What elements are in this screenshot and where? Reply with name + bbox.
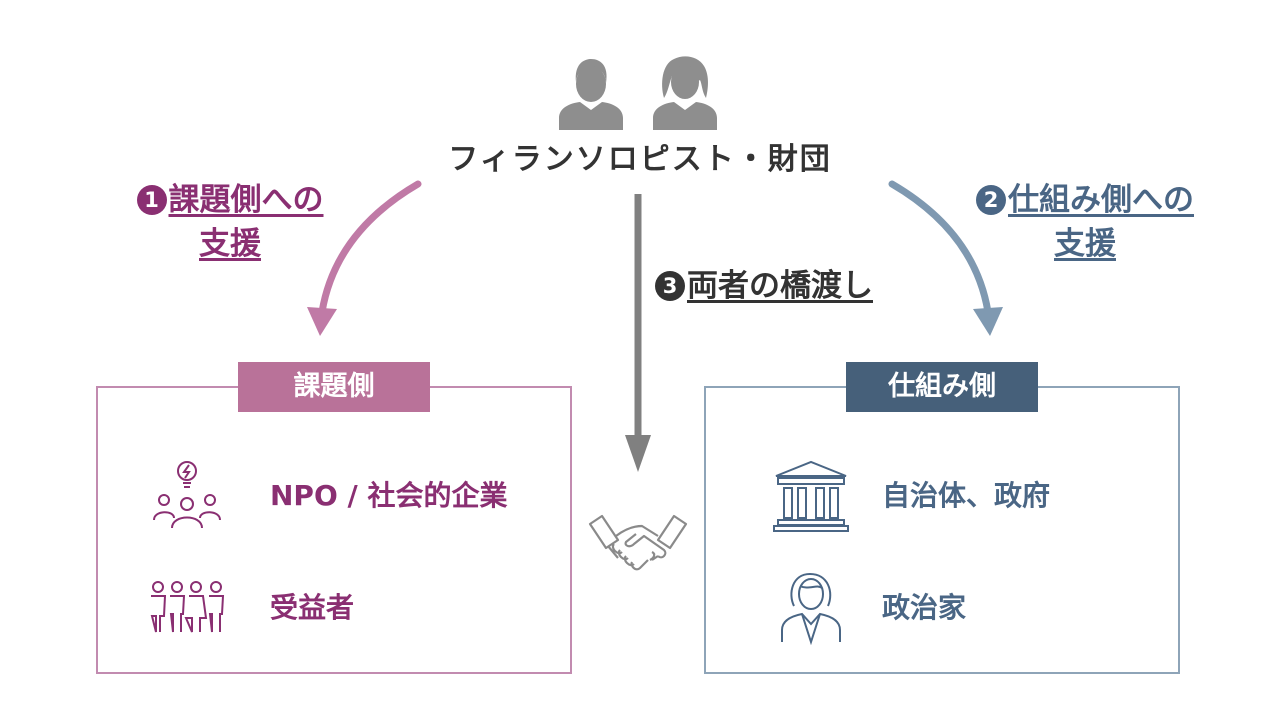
community-idea-icon — [153, 461, 221, 529]
funder-title: フィランソロピスト・財団 — [448, 142, 832, 177]
left-support-arrow — [318, 180, 422, 316]
right-support-arrow — [888, 180, 992, 316]
system-side-header: 仕組み側 — [846, 362, 1038, 412]
government-label: 自治体、政府 — [882, 479, 1051, 512]
politician-icon — [781, 572, 841, 646]
number-badge-3: 3 — [655, 271, 685, 301]
center-arrowhead — [625, 435, 651, 472]
handshake-icon — [588, 514, 688, 571]
right-arrowhead — [973, 307, 1003, 336]
right-support-line2: 支援 — [1054, 226, 1116, 262]
left-support-line1: 課題側への — [168, 182, 324, 218]
number-badge-1: 1 — [136, 185, 167, 215]
right-support-line1: 仕組み側への — [1008, 182, 1194, 218]
people-group-icon — [150, 581, 225, 633]
woman-icon — [653, 56, 717, 130]
bridge-label-text: 両者の橋渡し — [687, 268, 873, 304]
issue-side-box — [96, 386, 572, 674]
government-building-icon — [773, 460, 849, 532]
left-arrowhead — [307, 307, 337, 336]
number-badge-2: 2 — [976, 185, 1006, 215]
issue-side-header: 課題側 — [238, 362, 430, 412]
politician-label: 政治家 — [882, 591, 967, 624]
man-icon — [559, 59, 623, 130]
beneficiary-label: 受益者 — [270, 591, 355, 624]
left-support-line2: 支援 — [199, 226, 261, 262]
npo-label: NPO / 社会的企業 — [270, 479, 508, 512]
